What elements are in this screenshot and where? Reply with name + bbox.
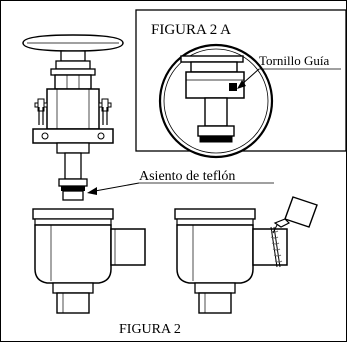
guide-screw-leader xyxy=(240,68,260,86)
teflon-seat-part xyxy=(61,186,85,191)
valve-body-left xyxy=(32,208,146,314)
guide-screw-icon xyxy=(229,83,237,91)
left-bolt-icon xyxy=(34,98,48,125)
inset-title: FIGURA 2 A xyxy=(151,22,231,38)
arrow-icon xyxy=(237,80,246,89)
teflon-seat-label: Asiento de teflón xyxy=(139,169,235,184)
sealant-tube-icon xyxy=(272,196,318,234)
figure-caption: FIGURA 2 xyxy=(119,322,181,337)
inset-figure-2a: FIGURA 2 A Tornillo Guía xyxy=(135,9,346,159)
arrow-icon xyxy=(87,187,97,195)
thread-tape-wrap xyxy=(270,226,283,268)
guide-screw-label: Tornillo Guía xyxy=(259,53,329,68)
right-bolt-icon xyxy=(98,98,112,125)
valve-bonnet-assembly xyxy=(22,34,124,201)
teflon-seat-leader xyxy=(94,182,140,192)
magnified-stem-detail xyxy=(180,55,245,143)
valve-body-right xyxy=(174,208,288,314)
